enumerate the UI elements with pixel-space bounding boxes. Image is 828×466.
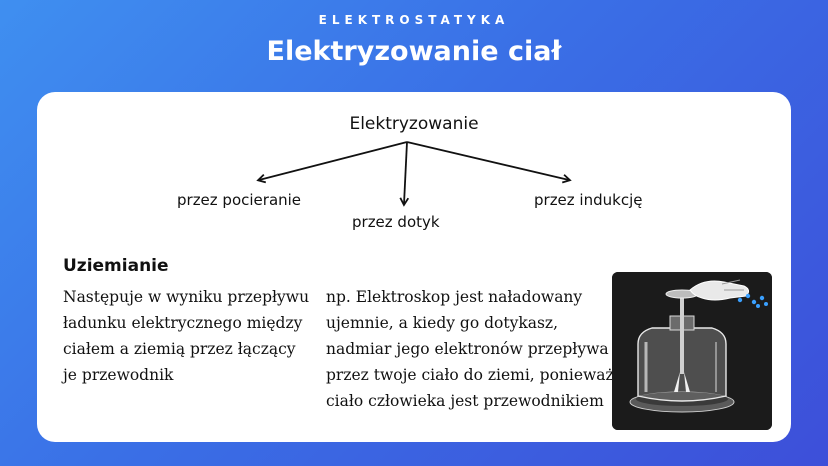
grounding-example: np. Elektroskop jest naładowany ujemnie,… xyxy=(326,288,614,410)
arrow-middle xyxy=(399,141,410,207)
electroscope-illustration xyxy=(612,272,772,430)
electron-dot xyxy=(737,297,743,303)
branch-induction: przez indukcję xyxy=(534,191,643,209)
content-card: Elektryzowanie przez pocieranie przez do… xyxy=(37,92,791,442)
electron-dot xyxy=(756,304,760,308)
branch-contact: przez dotyk xyxy=(352,213,440,231)
page-title: Elektryzowanie ciał xyxy=(266,36,562,67)
electron-dot xyxy=(759,295,765,301)
branch-friction: przez pocieranie xyxy=(177,191,302,209)
diagram-root-label: Elektryzowanie xyxy=(349,114,479,134)
electrification-diagram: Elektryzowanie przez pocieranie przez do… xyxy=(37,92,791,242)
arrow-right xyxy=(406,141,572,184)
diagram-arrows xyxy=(256,141,572,207)
electron-dot xyxy=(751,299,757,305)
grounding-heading: Uziemianie xyxy=(63,256,169,276)
electroscope-image xyxy=(612,272,772,430)
electron-dot xyxy=(745,293,751,299)
grounding-definition: Następuje w wyniku przepływu ładunku ele… xyxy=(63,288,310,384)
section-eyebrow: ELEKTROSTATYKA xyxy=(318,13,510,27)
electron-dot xyxy=(764,302,768,306)
arrow-left xyxy=(256,141,408,184)
